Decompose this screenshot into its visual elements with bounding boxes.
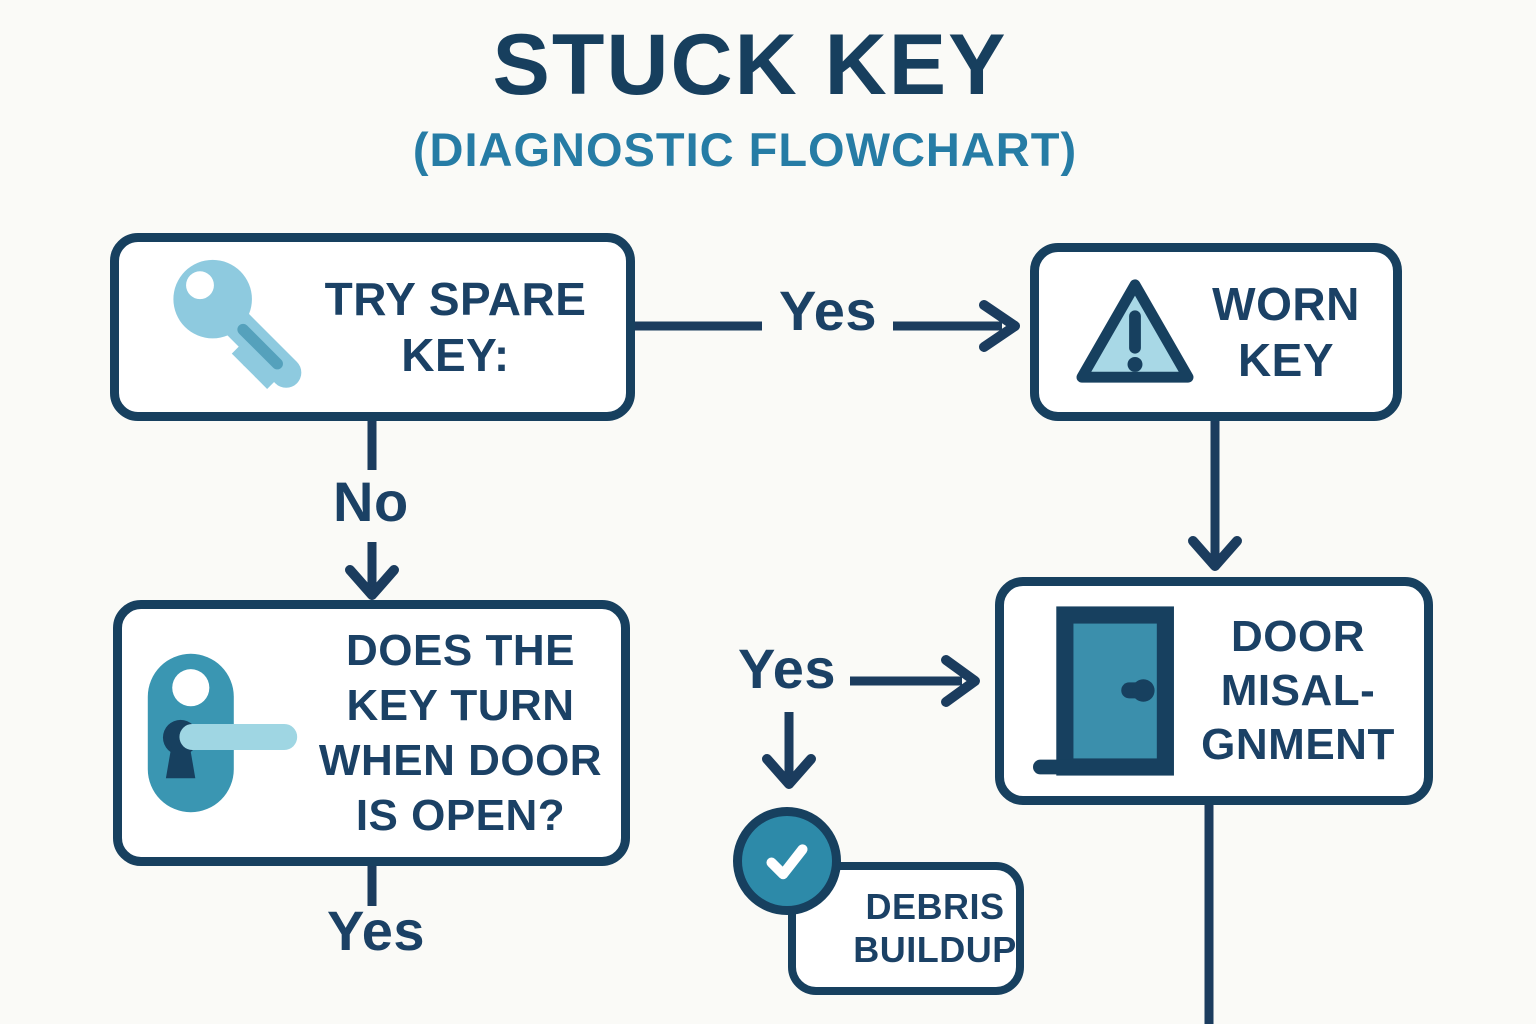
checkmark-icon: [733, 807, 841, 915]
node-key-turn-question: DOES THE KEY TURN WHEN DOOR IS OPEN?: [113, 600, 630, 866]
edge-label-yes-top: Yes: [779, 279, 878, 342]
edge-label-no: No: [333, 470, 409, 533]
door-handle-icon: [147, 653, 298, 813]
key-icon: [172, 259, 301, 389]
edge-no-down-arrowhead: [345, 565, 399, 600]
node-label-worn-key: WORN KEY: [1212, 277, 1360, 386]
node-label-debris-buildup: DEBRIS BUILDUP: [853, 886, 1017, 970]
node-worn-key: WORN KEY: [1030, 243, 1402, 421]
checkmark-glyph: [766, 844, 808, 880]
node-label-door-misalignment: DOOR MISAL- GNMENT: [1201, 612, 1395, 769]
door-icon: [1033, 606, 1175, 776]
warning-triangle-icon: [1076, 279, 1194, 383]
node-door-misalignment: DOOR MISAL- GNMENT: [995, 577, 1433, 805]
edge-yes-to-worn-arrowhead: [979, 300, 1020, 352]
edge-label-yes-bottom: Yes: [327, 899, 426, 962]
page-subtitle: (DIAGNOSTIC FLOWCHART): [412, 123, 1078, 176]
node-label-try-spare-key: TRY SPARE KEY:: [324, 272, 587, 381]
page-title: STUCK KEY: [492, 17, 1008, 113]
edge-midyes-right-arrowhead: [941, 655, 980, 707]
edge-label-yes-mid: Yes: [738, 637, 837, 700]
edge-midyes-down-arrowhead: [762, 754, 816, 789]
node-label-key-turn-question: DOES THE KEY TURN WHEN DOOR IS OPEN?: [318, 626, 603, 840]
edge-worn-to-door-arrowhead: [1188, 536, 1242, 571]
node-try-spare-key: TRY SPARE KEY:: [110, 233, 635, 421]
